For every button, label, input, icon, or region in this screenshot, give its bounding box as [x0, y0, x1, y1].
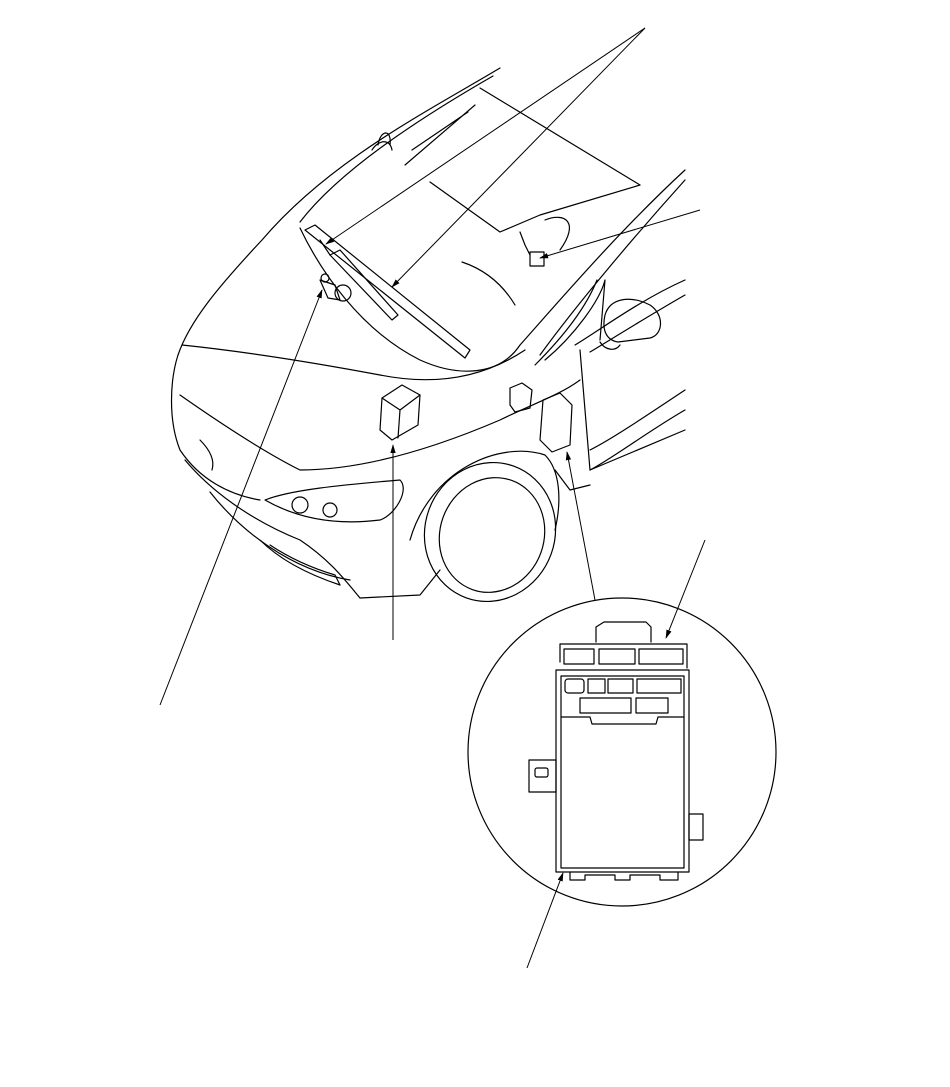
- sensor-connector: [519, 231, 545, 267]
- callout-leaders: [159, 27, 706, 969]
- car-outline: [170, 67, 686, 603]
- wiper-motor: [319, 273, 352, 302]
- wiper-arms: [304, 224, 471, 359]
- fuse-box-detail: [467, 597, 777, 907]
- under-hood-box: [379, 382, 573, 453]
